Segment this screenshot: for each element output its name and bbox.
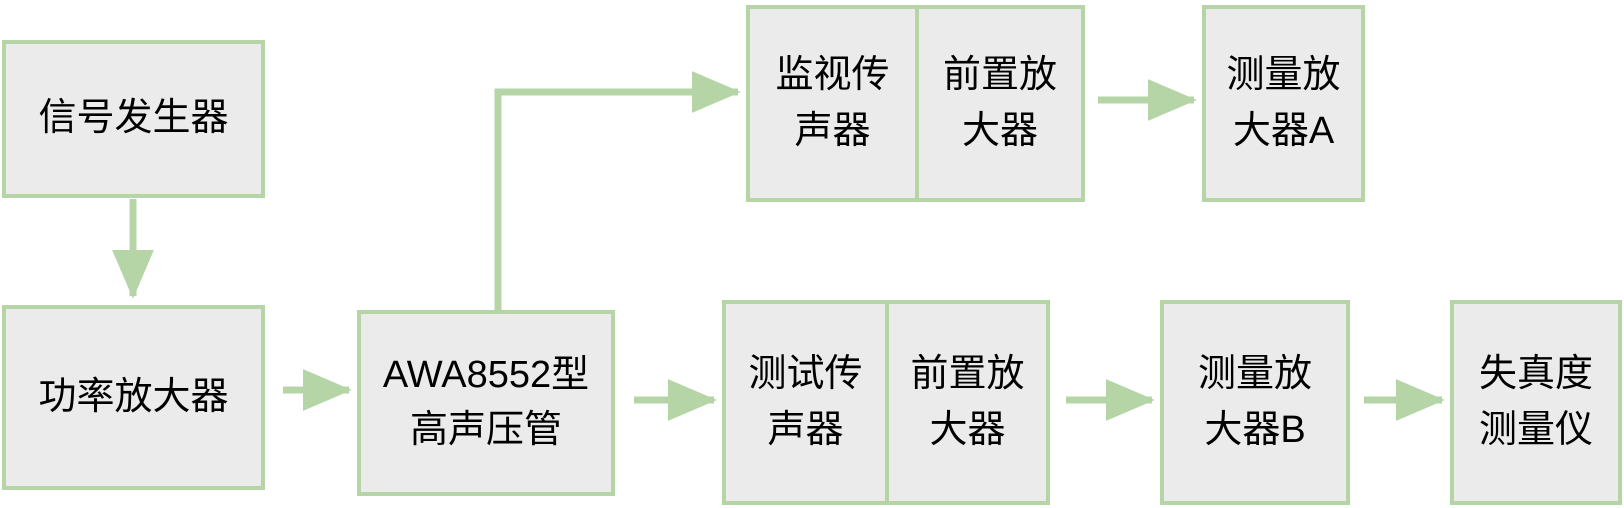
- node-awa-tube[interactable]: AWA8552型 高声压管: [357, 310, 615, 496]
- node-monitor-microphone[interactable]: 监视传 声器: [746, 5, 919, 202]
- node-measuring-amplifier-b[interactable]: 测量放 大器B: [1160, 300, 1350, 505]
- node-test-microphone[interactable]: 测试传 声器: [722, 300, 889, 505]
- node-distortion-meter[interactable]: 失真度 测量仪: [1450, 300, 1622, 505]
- node-measuring-amplifier-a[interactable]: 测量放 大器A: [1202, 5, 1365, 202]
- node-signal-generator[interactable]: 信号发生器: [2, 40, 265, 198]
- node-power-amplifier[interactable]: 功率放大器: [2, 305, 265, 490]
- node-preamplifier-bottom[interactable]: 前置放 大器: [885, 300, 1050, 505]
- node-preamplifier-top[interactable]: 前置放 大器: [915, 5, 1085, 202]
- connector-awa-tube-to-monitor-microphone: [494, 71, 741, 310]
